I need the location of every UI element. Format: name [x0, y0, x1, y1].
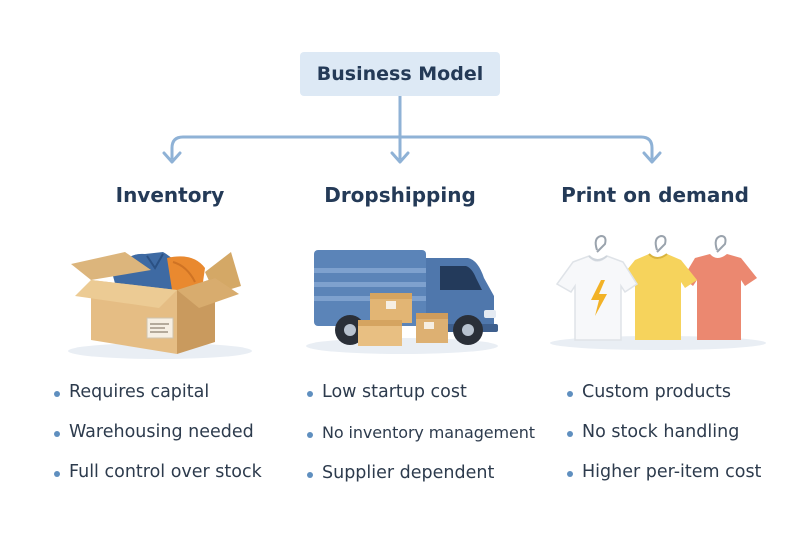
- bullet-dot-icon: [567, 391, 573, 397]
- bullet-text: Requires capital: [69, 382, 210, 402]
- bullet-text: Higher per-item cost: [582, 462, 762, 482]
- root-node: Business Model: [300, 52, 500, 96]
- tshirts-on-hangers-icon: [550, 234, 766, 350]
- bullet-dot-icon: [54, 431, 60, 437]
- inventory-bullet-list: Requires capital Warehousing needed Full…: [54, 382, 262, 502]
- root-label: Business Model: [316, 63, 484, 85]
- list-item: Supplier dependent: [307, 463, 535, 503]
- list-item: Requires capital: [54, 382, 262, 422]
- bullet-text: Warehousing needed: [69, 422, 254, 442]
- bullet-dot-icon: [307, 391, 313, 397]
- bullet-dot-icon: [567, 471, 573, 477]
- inventory-title: Inventory: [115, 183, 225, 207]
- bullet-dot-icon: [54, 391, 60, 397]
- bullet-text: No stock handling: [582, 422, 740, 442]
- bullet-text: Custom products: [582, 382, 732, 402]
- bullet-text: Low startup cost: [322, 382, 467, 402]
- list-item: Low startup cost: [307, 382, 535, 422]
- delivery-truck-with-boxes-icon: [306, 250, 498, 354]
- print-on-demand-bullet-list: Custom products No stock handling Higher…: [567, 382, 761, 502]
- dropshipping-bullet-list: Low startup cost No inventory management…: [307, 382, 535, 503]
- bullet-dot-icon: [307, 432, 313, 438]
- list-item: Warehousing needed: [54, 422, 262, 462]
- bullet-text: No inventory management: [322, 423, 535, 442]
- bullet-dot-icon: [307, 472, 313, 478]
- list-item: Higher per-item cost: [567, 462, 761, 502]
- dropshipping-title: Dropshipping: [324, 183, 476, 207]
- bullet-dot-icon: [567, 431, 573, 437]
- list-item: Full control over stock: [54, 462, 262, 502]
- list-item: No inventory management: [307, 422, 535, 463]
- open-box-with-clothes-icon: [68, 252, 252, 359]
- list-item: Custom products: [567, 382, 761, 422]
- bullet-text: Full control over stock: [69, 462, 262, 482]
- bullet-text: Supplier dependent: [322, 463, 495, 483]
- list-item: No stock handling: [567, 422, 761, 462]
- bullet-dot-icon: [54, 471, 60, 477]
- print-on-demand-title: Print on demand: [561, 183, 749, 207]
